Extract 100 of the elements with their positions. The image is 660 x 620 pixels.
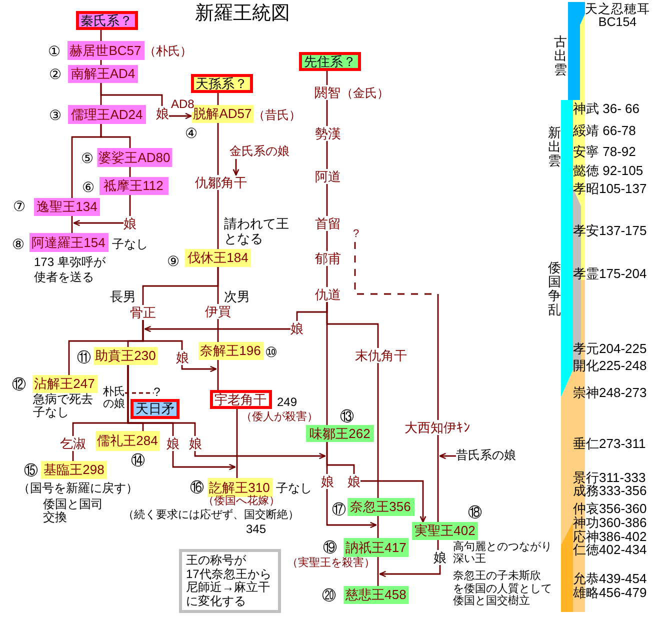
name-text: 娘 bbox=[321, 474, 334, 489]
name-box: 慈悲王458 bbox=[344, 586, 408, 604]
timeline-label: 景行311-333 bbox=[573, 471, 646, 484]
lineage-line bbox=[326, 266, 328, 287]
edge-label: AD8 bbox=[171, 97, 194, 112]
circled-number: ⑯ bbox=[190, 479, 204, 496]
arrow bbox=[379, 565, 441, 578]
name-box: 祗摩王112 bbox=[99, 177, 168, 195]
lineage-line bbox=[217, 267, 219, 304]
arrow bbox=[169, 112, 192, 120]
annotation: 173 卑弥呼が使者を送る bbox=[34, 255, 106, 285]
name-text: 仇道 bbox=[315, 287, 341, 302]
lineage-line bbox=[100, 83, 163, 106]
name-text: 仇鄒角干 bbox=[195, 175, 247, 190]
circled-number: ⑧ bbox=[12, 236, 25, 253]
circled-number: ⑦ bbox=[13, 198, 26, 215]
name-box: 婆娑王AD80 bbox=[96, 148, 172, 167]
name-box: 助賁王230 bbox=[93, 347, 158, 365]
timeline-label: 成務333-356 bbox=[573, 484, 647, 497]
name-text: 娘 bbox=[434, 550, 446, 565]
circled-number: ⑭ bbox=[131, 452, 145, 469]
annotation: （金氏） bbox=[341, 86, 389, 101]
annotation: （朴氏） bbox=[144, 44, 192, 59]
name-box: 奈解王196 bbox=[198, 342, 263, 360]
arrow bbox=[439, 452, 456, 460]
timeline-label: 垂仁273-311 bbox=[573, 437, 646, 450]
timeline-label: 神功360-386 bbox=[573, 516, 647, 529]
lineage-line bbox=[437, 435, 439, 522]
lineage-line bbox=[326, 184, 328, 216]
name-text: 娘 bbox=[290, 321, 304, 336]
name-text: 伊買 bbox=[205, 304, 231, 319]
circled-number: ⑩ bbox=[265, 344, 278, 361]
name-text: 金氏系の娘 bbox=[230, 144, 290, 159]
annotation: （実聖王を殺害） bbox=[287, 557, 375, 570]
lineage-box: 秦氏系？ bbox=[76, 11, 138, 30]
name-text: 娘 bbox=[124, 216, 136, 231]
lineage-line bbox=[71, 216, 73, 233]
circled-number: ⑫ bbox=[12, 376, 26, 393]
circled-number: ⑤ bbox=[81, 150, 94, 167]
circled-number: ⑥ bbox=[82, 179, 95, 196]
title: 新羅王統図 bbox=[195, 3, 290, 25]
question-mark: ? bbox=[154, 385, 160, 400]
lineage-line bbox=[129, 167, 131, 177]
name-text: 閼智 bbox=[314, 85, 340, 100]
name-box: 南解王AD4 bbox=[68, 65, 138, 83]
arrow bbox=[326, 489, 377, 528]
lineage-line bbox=[217, 319, 219, 342]
timeline-label: 孝元204-225 bbox=[573, 342, 647, 355]
annotation: （倭人が殺害） bbox=[241, 410, 318, 424]
arrow bbox=[181, 365, 217, 372]
annotation: 倭国と国司交換 bbox=[43, 498, 103, 524]
arrow bbox=[360, 480, 426, 523]
name-text: 娘 bbox=[166, 436, 180, 451]
lineage-line bbox=[326, 442, 355, 474]
lineage-line bbox=[142, 320, 183, 350]
timeline-label: 天之忍穂耳 BC154 bbox=[585, 3, 650, 29]
name-text: 勢漢 bbox=[315, 126, 341, 141]
annotation: 子なし bbox=[112, 237, 148, 252]
lineage-line bbox=[326, 302, 328, 425]
annotation: 345 bbox=[246, 523, 266, 536]
lineage-line bbox=[217, 93, 219, 105]
edge-label: 長男 bbox=[110, 289, 136, 304]
name-box: 阿達羅王154 bbox=[29, 233, 108, 252]
name-text: 娘 bbox=[156, 106, 169, 121]
timeline-label: 孝昭105-137 bbox=[573, 182, 647, 195]
era-label: 古出雲 bbox=[554, 35, 567, 77]
lineage-line bbox=[71, 124, 102, 198]
name-box: 儒理王AD24 bbox=[68, 105, 146, 124]
era-label: 新出雲 bbox=[548, 126, 561, 168]
note-box: 王の称号が17代奈忽王から尼師近→麻立干に変化する bbox=[179, 549, 281, 613]
circled-number: ⑰ bbox=[332, 501, 346, 518]
annotation: 奈忽王の子未斯欣を倭国の人質として倭国と国交樹立 bbox=[453, 570, 552, 608]
name-text: 昔氏系の娘 bbox=[456, 448, 516, 463]
edge-label: 請われて王となる bbox=[224, 216, 289, 246]
lineage-line bbox=[236, 409, 238, 478]
timeline-label: 仲哀356-360 bbox=[573, 502, 647, 515]
lineage-line bbox=[129, 195, 131, 216]
name-box: 訥祇王417 bbox=[344, 538, 408, 557]
name-text: 朴氏の娘 bbox=[103, 386, 125, 410]
question-mark: ? bbox=[352, 227, 360, 242]
name-box: 儒礼王284 bbox=[95, 431, 160, 451]
arrow bbox=[144, 326, 290, 332]
lineage-line bbox=[127, 365, 196, 436]
timeline-label: 開化225-248 bbox=[573, 359, 647, 372]
arrow bbox=[232, 159, 240, 176]
annotation: （続く要求には応ぜず、国交断絶） bbox=[123, 509, 299, 522]
arrow bbox=[172, 451, 236, 470]
name-text: 大西知伊ｷﾝ bbox=[404, 420, 470, 435]
dashed-line bbox=[125, 392, 154, 394]
circled-number: ⑪ bbox=[77, 349, 91, 366]
lineage-line bbox=[217, 123, 219, 175]
name-text: 阿道 bbox=[315, 169, 341, 184]
circled-number: ③ bbox=[49, 107, 62, 124]
circled-number: ⑮ bbox=[24, 462, 38, 479]
lineage-line bbox=[326, 141, 328, 169]
timeline-label: 神武 36- 66 bbox=[573, 102, 640, 115]
circled-number: ⑬ bbox=[340, 408, 354, 425]
timeline-label: 孝安137-175 bbox=[573, 224, 647, 237]
name-box: 基臨王298 bbox=[41, 461, 107, 479]
lineage-line bbox=[100, 30, 102, 41]
